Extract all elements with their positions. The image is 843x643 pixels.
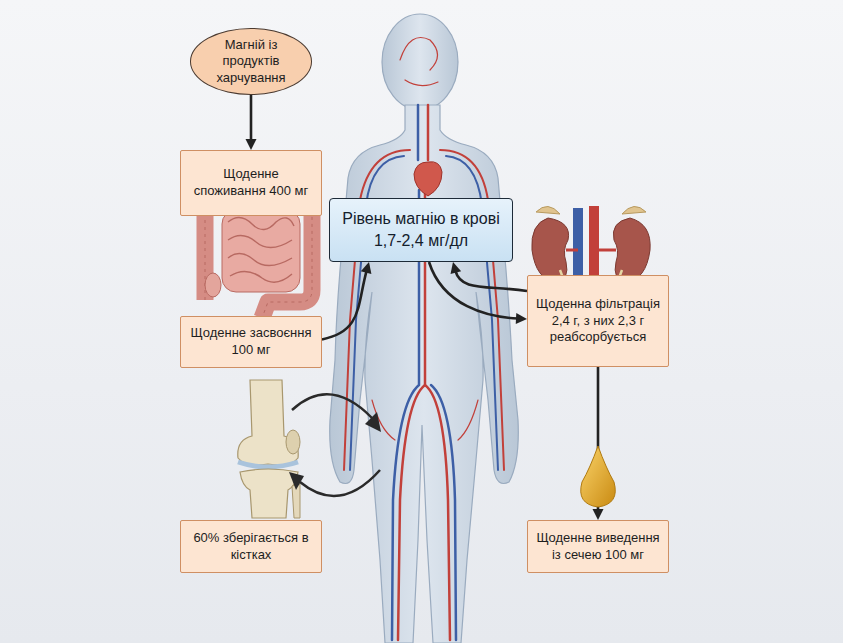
node-text: Щоденне засвоєння 100 мг <box>189 325 313 359</box>
connector-line <box>250 95 253 141</box>
bone-storage-box: 60% зберігається в кістках <box>180 520 322 573</box>
blood-vessels <box>344 38 504 641</box>
filtration-box: Щоденна фільтрація 2,4 г, з них 2,3 г ре… <box>527 275 669 367</box>
flow-arrow <box>246 95 257 150</box>
absorption-box: Щоденне засвоєння 100 мг <box>180 316 322 368</box>
human-body <box>330 14 519 643</box>
node-text: Рівень магнію в крові <box>342 208 499 230</box>
source-oval: Магній із продуктів харчування <box>190 28 312 95</box>
arrowhead <box>593 509 604 520</box>
flow-arrow <box>322 262 371 339</box>
arrowhead <box>361 262 372 274</box>
arrowhead <box>516 313 527 324</box>
node-text: Магній із продуктів харчування <box>207 37 295 86</box>
arrowhead <box>246 139 257 150</box>
node-text: Щоденне споживання 400 мг <box>189 166 313 200</box>
node-text: Щоденна фільтрація 2,4 г, з них 2,3 г ре… <box>536 296 660 347</box>
urine-drop <box>581 446 616 507</box>
connector-line <box>322 271 367 340</box>
heart <box>414 162 442 196</box>
connector-line <box>455 271 527 291</box>
intake-box: Щоденне споживання 400 мг <box>180 150 322 216</box>
arrowhead <box>289 472 304 490</box>
exchange-arrows <box>292 394 380 496</box>
blood-level-box: Рівень магнію в крові1,7-2,4 мг/дл <box>329 198 513 262</box>
node-text: 60% зберігається в кістках <box>189 530 313 564</box>
connector-line <box>429 262 518 319</box>
arrowhead <box>451 262 462 274</box>
node-text: Щоденне виведення із сечею 100 мг <box>536 530 660 564</box>
excretion-box: Щоденне виведення із сечею 100 мг <box>527 520 669 573</box>
flow-arrow <box>451 262 527 291</box>
knee-bones <box>238 380 300 518</box>
arrowhead <box>365 412 381 432</box>
flow-arrow <box>429 262 527 324</box>
node-value: 1,7-2,4 мг/дл <box>374 230 468 252</box>
